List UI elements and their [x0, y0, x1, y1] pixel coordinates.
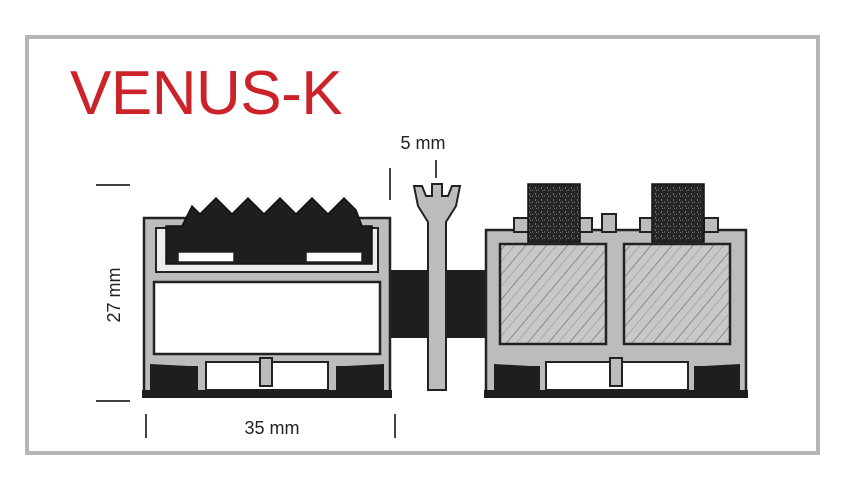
right-profile: [484, 183, 748, 398]
right-base-strip: [484, 390, 748, 398]
left-inner-chamber: [152, 280, 382, 356]
left-bottom-hooks: [150, 364, 198, 390]
height-dimension-label: 27 mm: [104, 267, 124, 322]
brush-strip-right: [651, 183, 705, 243]
rubber-insert: [165, 196, 373, 265]
wood-insert-left: [498, 242, 608, 346]
brush-strip-left: [527, 183, 581, 243]
width-dimension-label: 35 mm: [244, 418, 299, 438]
left-base-strip: [142, 390, 392, 398]
gap-dimension-label: 5 mm: [401, 133, 446, 153]
wood-insert-right: [622, 242, 732, 346]
left-profile: [142, 196, 392, 398]
dimension-ticks: [96, 160, 437, 438]
product-title: VENUS-K: [70, 59, 343, 128]
t-spacer: [412, 183, 462, 391]
